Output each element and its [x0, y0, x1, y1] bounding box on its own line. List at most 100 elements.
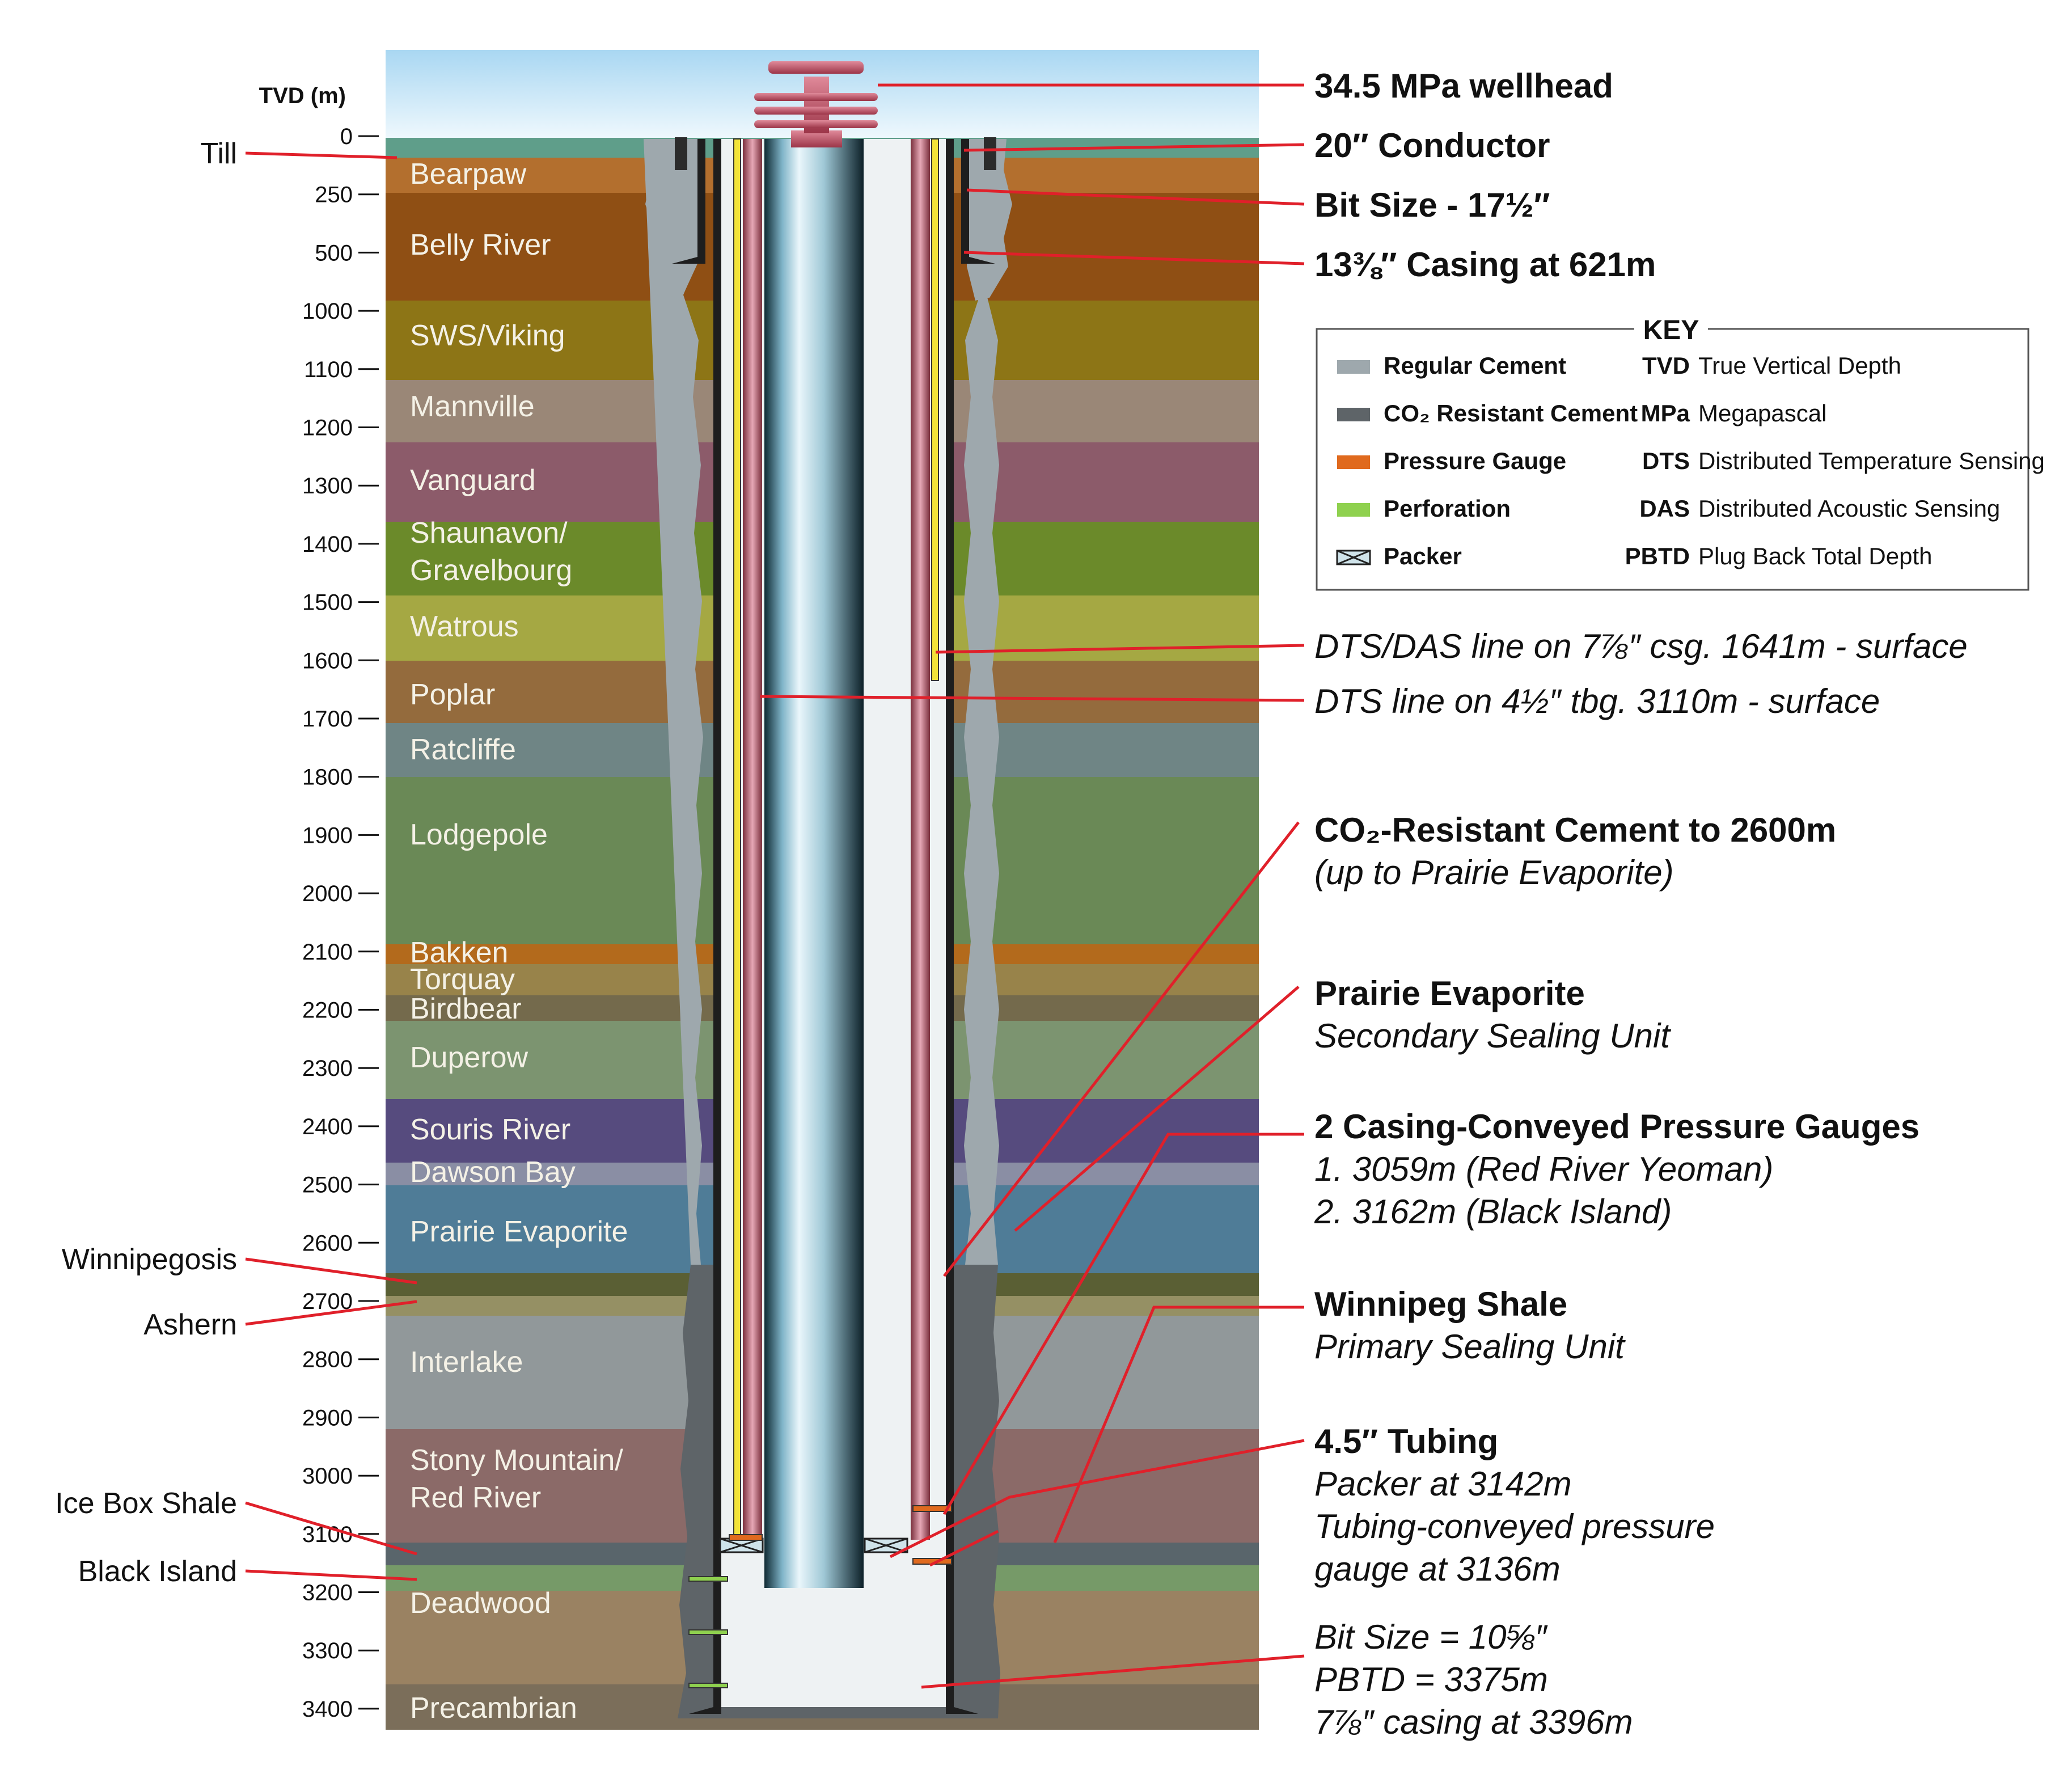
key-swatch-cross — [1337, 550, 1371, 565]
depth-tick-label: 2500 — [302, 1173, 353, 1198]
formation-label: Precambrian — [410, 1692, 577, 1725]
formation-label: Mannville — [410, 390, 535, 423]
key-abbr: MPa — [1641, 400, 1690, 426]
tubing-pressure-gauge — [729, 1534, 763, 1541]
perforation-3 — [688, 1683, 728, 1688]
left-label: Black Island — [78, 1555, 237, 1588]
left-label-leader — [245, 1501, 417, 1556]
tubing-string-left — [743, 139, 762, 1540]
depth-tick-label: 2800 — [302, 1347, 353, 1372]
key-abbr-meaning: Megapascal — [1698, 400, 1826, 426]
depth-tick-label: 2600 — [302, 1231, 353, 1256]
wellhead-flange-3 — [754, 120, 878, 128]
callout-text: Secondary Sealing Unit — [1314, 1017, 1671, 1055]
depth-tick-label: 2900 — [302, 1405, 353, 1430]
formation-label: Bakken — [410, 936, 508, 969]
leader-line — [921, 1654, 1305, 1689]
depth-tick-label: 2300 — [302, 1056, 353, 1081]
callout-text: (up to Prairie Evaporite) — [1314, 854, 1674, 892]
depth-tick-label: 3000 — [302, 1464, 353, 1489]
key-item-label: CO₂ Resistant Cement — [1384, 400, 1638, 426]
depth-tick-label: 2000 — [302, 881, 353, 906]
production-casing-left — [713, 139, 721, 1707]
production-casing-right — [946, 139, 954, 1707]
left-label-leader — [245, 1300, 417, 1326]
formation-label: Birdbear — [410, 992, 522, 1025]
formation-label: Duperow — [410, 1041, 528, 1074]
dts-line-tubing — [733, 138, 741, 1540]
formation-label: Watrous — [410, 610, 519, 643]
callout-text: 2. 3162m (Black Island) — [1314, 1193, 1672, 1231]
formation-label: Poplar — [410, 678, 495, 711]
co2-resistant-cement — [678, 1265, 1000, 1718]
depth-tick-label: 2200 — [302, 998, 353, 1023]
key-swatch — [1337, 455, 1370, 469]
leader-line — [889, 1439, 1305, 1558]
central-tubing — [764, 139, 864, 1588]
callout-text: Prairie Evaporite — [1314, 974, 1585, 1012]
key-title: KEY — [1643, 315, 1699, 345]
depth-tick-label: 3400 — [302, 1697, 353, 1722]
key-swatch — [1337, 360, 1370, 374]
callout-text: 4.5″ Tubing — [1314, 1422, 1498, 1460]
conductor-right — [984, 137, 996, 170]
callout-text: PBTD = 3375m — [1314, 1661, 1548, 1699]
formation-label: Shaunavon/ — [410, 517, 568, 550]
depth-tick-label: 1900 — [302, 823, 353, 848]
leader-line — [943, 821, 1300, 1277]
left-label: Ice Box Shale — [55, 1487, 237, 1520]
depth-tick-label: 1600 — [302, 648, 353, 673]
left-label-leader — [245, 151, 398, 159]
key-abbr-meaning: True Vertical Depth — [1698, 352, 1901, 379]
depth-tick-label: 500 — [315, 240, 353, 265]
callout-text: 7⅞″ casing at 3396m — [1314, 1703, 1633, 1741]
depth-tick-label: 1800 — [302, 765, 353, 790]
callout-text: 20″ Conductor — [1314, 126, 1550, 164]
callout-text: Primary Sealing Unit — [1314, 1328, 1626, 1366]
formation-label: Belly River — [410, 229, 551, 261]
leader-line — [935, 644, 1305, 654]
leader-line — [759, 695, 1305, 702]
key-swatch — [1337, 408, 1370, 421]
left-label-leader — [245, 1569, 417, 1581]
depth-tick-label: 1400 — [302, 532, 353, 557]
formation-label: Bearpaw — [410, 158, 527, 191]
formation-label-line2: Gravelbourg — [410, 554, 572, 587]
leader-line — [966, 188, 1305, 206]
surface-casing-left — [697, 139, 705, 257]
key-swatch — [1337, 503, 1370, 517]
leader-line — [963, 143, 1305, 152]
formation-label: Ratcliffe — [410, 733, 516, 766]
depth-tick-label: 1200 — [302, 416, 353, 441]
formation-label: Souris River — [410, 1113, 570, 1146]
depth-ticks: 0250500100011001200130014001500160017001… — [302, 124, 379, 1722]
depth-tick-label: 3100 — [302, 1522, 353, 1547]
formation-label: Stony Mountain/ — [410, 1444, 623, 1477]
surface-casing-right — [961, 139, 969, 257]
key-item-label: Pressure Gauge — [1384, 447, 1566, 474]
key-abbr: DAS — [1639, 495, 1690, 522]
formation-label: Deadwood — [410, 1587, 551, 1620]
leader-line — [963, 251, 1305, 265]
callout-text: DTS/DAS line on 7⅞″ csg. 1641m - surface — [1314, 627, 1968, 665]
depth-tick-label: 3300 — [302, 1638, 353, 1663]
surface-casing-shoe-right — [961, 257, 995, 264]
depth-tick-label: 0 — [340, 124, 353, 149]
leader-line — [929, 1530, 999, 1567]
wellhead-flange-1 — [754, 107, 878, 115]
depth-tick-label: 1300 — [302, 474, 353, 499]
left-label: Winnipegosis — [62, 1243, 237, 1276]
key-abbr-meaning: Distributed Acoustic Sensing — [1698, 495, 2000, 522]
wellhead-cap — [768, 61, 864, 74]
callout-text: gauge at 3136m — [1314, 1550, 1561, 1588]
callout-text: CO₂-Resistant Cement to 2600m — [1314, 811, 1836, 849]
formation-label: Interlake — [410, 1346, 523, 1379]
surface-casing-shoe-left — [672, 257, 705, 264]
leader-line — [942, 1133, 1304, 1515]
depth-tick-label: 250 — [315, 183, 353, 208]
casing-pressure-gauge-1 — [912, 1505, 952, 1512]
left-label: Till — [201, 137, 238, 170]
